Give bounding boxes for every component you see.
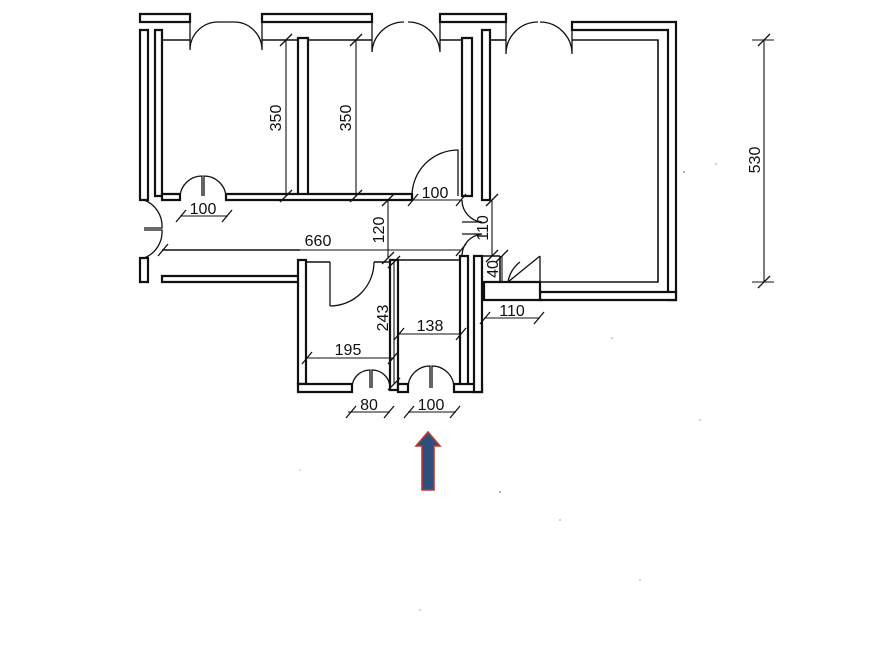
entry-arrow-icon: [414, 430, 442, 491]
dim-door-storage: 80: [360, 397, 378, 414]
top-door-2: [371, 21, 441, 53]
dim-room1-depth: 350: [268, 105, 285, 132]
top-door-1: [189, 21, 263, 51]
dim-door-right-corridor: 110: [475, 215, 492, 241]
room1-door: [179, 175, 227, 197]
dim-bath-width: 110: [499, 303, 525, 320]
corridor-left-door: [143, 199, 163, 259]
bath-door: [507, 255, 541, 283]
room2-door: [411, 149, 459, 197]
dim-corridor-length: 660: [305, 233, 332, 250]
dim-room2-depth: 350: [338, 105, 355, 132]
scan-noise: [299, 163, 717, 611]
dimension-lines: [157, 33, 774, 419]
doors: [143, 21, 573, 389]
dim-small-door-height: 40: [485, 260, 502, 278]
top-door-3: [505, 21, 573, 55]
dimension-labels: 350 350 530 100 100 660 120 110 40 110 2…: [190, 105, 764, 414]
dim-storage-height: 243: [375, 305, 392, 332]
dim-door-left-corridor: 100: [190, 201, 217, 218]
corridor-right-door: [461, 199, 483, 257]
walls: [138, 12, 678, 394]
dim-storage-width: 195: [335, 342, 362, 359]
dim-door-entry: 100: [418, 397, 445, 414]
dim-corridor-width: 120: [371, 217, 388, 244]
dim-right-room-height: 530: [747, 147, 764, 174]
dim-door-room2: 100: [422, 185, 449, 202]
storage-exit-door: [351, 369, 391, 389]
dim-entry-width: 138: [417, 318, 444, 335]
storage-door: [329, 261, 375, 307]
entry-door: [407, 365, 455, 389]
